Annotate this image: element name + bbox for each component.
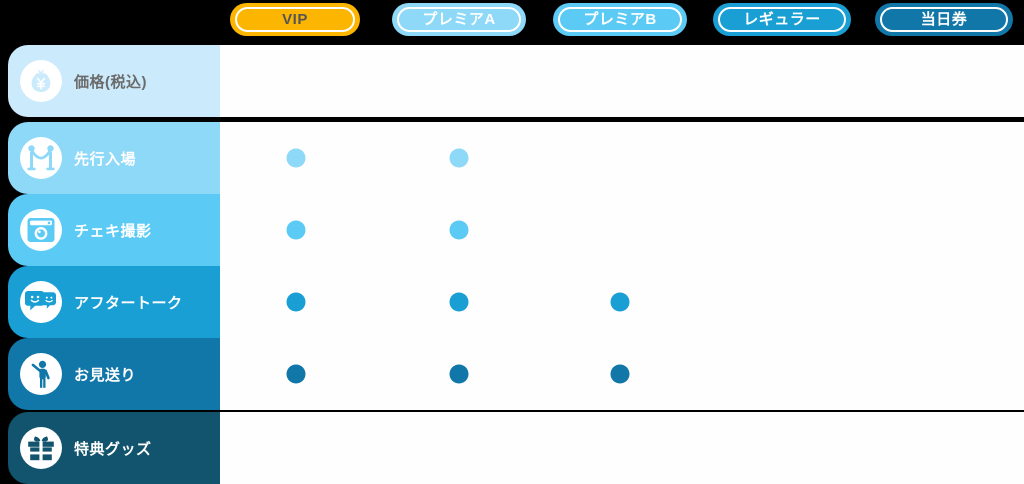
feature-row-after_talk: アフタートーク — [0, 266, 1024, 338]
tier-header-row: VIP プレミアA プレミアB レギュラー 当日券 — [0, 0, 1024, 40]
availability-dot-send_off-premium_a — [449, 364, 469, 384]
tier-pill-label: レギュラー — [743, 11, 821, 28]
availability-dot-cheki_photo-vip — [286, 220, 306, 240]
feature-row-cells — [216, 338, 1024, 410]
tier-pill-label: プレミアB — [583, 11, 657, 28]
feature-row-cells — [216, 266, 1024, 338]
feature-row-send_off: お見送り — [0, 338, 1024, 410]
feature-label-panel-early_entry: 先行入場 — [8, 122, 220, 194]
feature-row-early_entry: 先行入場 — [0, 122, 1024, 194]
tier-pill-premium_b[interactable]: プレミアB — [553, 3, 687, 36]
feature-row-price: 価格(税込) — [0, 45, 1024, 117]
feature-label-panel-cheki_photo: チェキ撮影 — [8, 194, 220, 266]
gift-box-icon — [20, 427, 62, 469]
feature-label-text: チェキ撮影 — [74, 222, 152, 240]
velvet-rope-icon — [20, 137, 62, 179]
tier-pill-label: 当日券 — [920, 11, 968, 28]
feature-row-cells — [216, 194, 1024, 266]
feature-label-text: お見送り — [74, 366, 137, 384]
feature-label-text: 先行入場 — [74, 150, 137, 168]
feature-row-cells — [216, 412, 1024, 484]
availability-dot-send_off-vip — [286, 364, 306, 384]
feature-label-panel-after_talk: アフタートーク — [8, 266, 220, 338]
feature-label-text: 価格(税込) — [74, 73, 147, 91]
tier-pill-regular[interactable]: レギュラー — [713, 3, 851, 36]
instant-camera-icon — [20, 209, 62, 251]
feature-label-text: 特典グッズ — [74, 440, 152, 458]
availability-dot-after_talk-premium_b — [610, 292, 630, 312]
feature-row-bonus_goods: 特典グッズ — [0, 412, 1024, 484]
availability-dot-after_talk-premium_a — [449, 292, 469, 312]
tier-pill-premium_a[interactable]: プレミアA — [392, 3, 526, 36]
waving-person-icon — [20, 353, 62, 395]
availability-dot-early_entry-vip — [286, 148, 306, 168]
availability-dot-send_off-premium_b — [610, 364, 630, 384]
tier-pill-label: プレミアA — [422, 11, 496, 28]
money-bag-yen-icon — [20, 60, 62, 102]
tier-pill-label: VIP — [282, 11, 308, 28]
tier-pill-vip[interactable]: VIP — [230, 3, 360, 36]
availability-dot-after_talk-vip — [286, 292, 306, 312]
tier-pill-same_day[interactable]: 当日券 — [875, 3, 1013, 36]
feature-row-cells — [216, 122, 1024, 194]
feature-label-text: アフタートーク — [74, 294, 183, 312]
feature-row-cells — [216, 45, 1024, 117]
feature-row-cheki_photo: チェキ撮影 — [0, 194, 1024, 266]
availability-dot-early_entry-premium_a — [449, 148, 469, 168]
feature-label-panel-send_off: お見送り — [8, 338, 220, 410]
availability-dot-cheki_photo-premium_a — [449, 220, 469, 240]
feature-label-panel-price: 価格(税込) — [8, 45, 220, 117]
feature-label-panel-bonus_goods: 特典グッズ — [8, 412, 220, 484]
speech-bubbles-icon — [20, 281, 62, 323]
